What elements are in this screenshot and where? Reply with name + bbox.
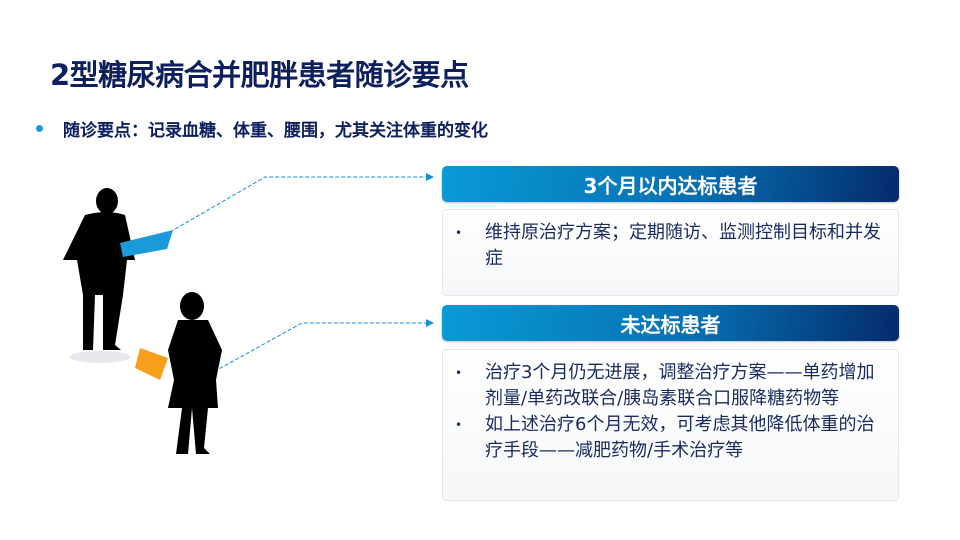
bullet-icon: •	[455, 226, 463, 240]
card-body-not-achieved: • 治疗3个月仍无进展，调整治疗方案——单药增加剂量/单药改联合/胰岛素联合口服…	[442, 349, 899, 501]
card-header-achieved: 3个月以内达标患者	[442, 166, 899, 202]
subtitle-text: 随诊要点：记录血糖、体重、腰围，尤其关注体重的变化	[63, 121, 488, 141]
bullet-item: • 维持原治疗方案；定期随访、监测控制目标和并发症	[455, 220, 884, 272]
bullet-icon: •	[455, 418, 463, 432]
bullet-dot-icon	[36, 125, 43, 132]
slide-title: 2型糖尿病合并肥胖患者随诊要点	[50, 58, 469, 92]
bullet-item: • 如上述治疗6个月无效，可考虑其他降低体重的治疗手段——减肥药物/手术治疗等	[455, 412, 884, 464]
bullet-item: • 治疗3个月仍无进展，调整治疗方案——单药增加剂量/单药改联合/胰岛素联合口服…	[455, 360, 884, 412]
woman-silhouette-icon	[135, 292, 222, 454]
bullet-icon: •	[455, 366, 463, 380]
man-silhouette-icon	[63, 188, 173, 363]
subtitle: 随诊要点：记录血糖、体重、腰围，尤其关注体重的变化	[36, 116, 488, 141]
card-header-not-achieved: 未达标患者	[442, 305, 899, 341]
card-body-achieved: • 维持原治疗方案；定期随访、监测控制目标和并发症	[442, 209, 899, 296]
